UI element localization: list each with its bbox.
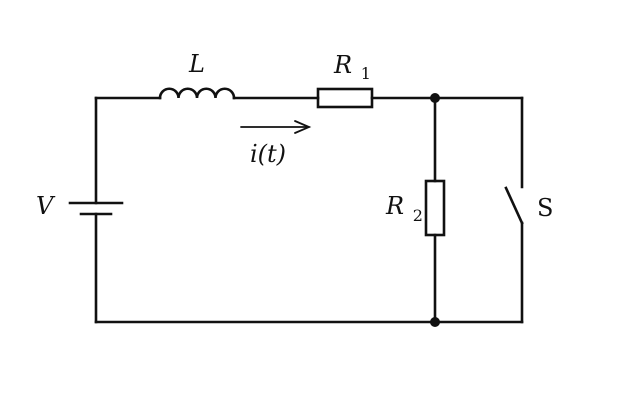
inductor-coil (158, 87, 236, 100)
switch-s (504, 186, 524, 225)
switch-blade (504, 186, 524, 225)
bottom-junction-node (430, 317, 440, 327)
top-junction-node (430, 93, 440, 103)
resistor-r1-label-main: R (333, 51, 352, 79)
voltage-source (68, 201, 124, 216)
switch-label: S (537, 194, 553, 222)
resistor-r2-label-subscript: 2 (413, 206, 423, 225)
current-label: i(t) (250, 140, 286, 168)
voltage-source-label: V (36, 192, 56, 220)
inductor-label: L (188, 50, 205, 78)
resistor-r2-label-main: R (385, 192, 404, 220)
current-arrow (240, 120, 312, 134)
resistor-r2-label: R 2 (385, 192, 423, 225)
resistor-r1 (316, 87, 374, 109)
current-arrow-head (294, 120, 312, 134)
circuit-wires (94, 96, 524, 324)
resistor-r1-label-subscript: 1 (361, 64, 371, 83)
resistor-r2 (424, 179, 446, 237)
resistor-r1-label: R 1 (333, 51, 371, 83)
